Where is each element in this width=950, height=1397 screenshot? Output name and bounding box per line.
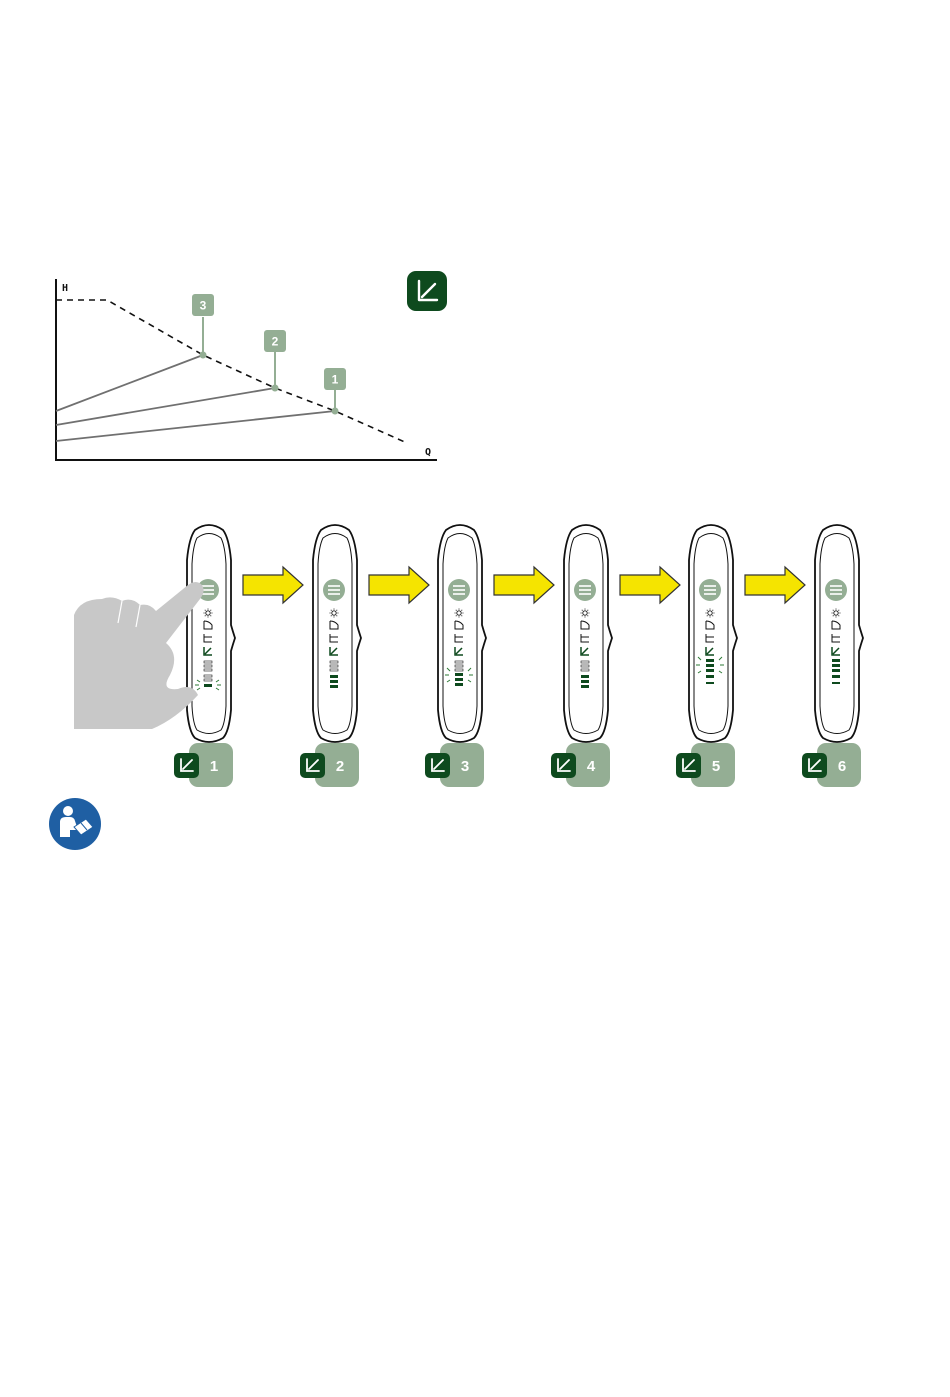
step-arrow-4 bbox=[620, 567, 680, 603]
curve-tag-1: 1 bbox=[324, 368, 346, 415]
svg-text:3: 3 bbox=[200, 299, 207, 313]
svg-text:1: 1 bbox=[332, 373, 339, 387]
step-arrow-1 bbox=[243, 567, 303, 603]
proportional-pressure-icon bbox=[406, 270, 448, 312]
step-badge-2: 2 bbox=[300, 743, 359, 787]
curve-line-1 bbox=[56, 411, 335, 441]
step-arrow-2 bbox=[369, 567, 429, 603]
control-panel-6[interactable] bbox=[815, 525, 863, 742]
curve-line-3 bbox=[56, 355, 203, 411]
svg-text:5: 5 bbox=[712, 758, 720, 775]
y-axis-label: H bbox=[62, 283, 68, 294]
step-badge-3: 3 bbox=[425, 743, 484, 787]
curve-tag-3: 3 bbox=[192, 294, 214, 359]
hand-icon bbox=[74, 582, 204, 729]
step-arrow-3 bbox=[494, 567, 554, 603]
performance-graph: H Q 3 2 1 bbox=[45, 265, 455, 470]
svg-text:2: 2 bbox=[336, 758, 344, 775]
setting-sequence: 1 2 3 4 5 6 bbox=[70, 515, 880, 795]
control-panel-1[interactable] bbox=[187, 525, 235, 742]
step-arrow-5 bbox=[745, 567, 805, 603]
read-manual-icon bbox=[48, 797, 102, 851]
x-axis-label: Q bbox=[425, 447, 431, 458]
svg-text:6: 6 bbox=[838, 758, 846, 775]
step-badge-1: 1 bbox=[174, 743, 233, 787]
step-badge-6: 6 bbox=[802, 743, 861, 787]
step-badge-5: 5 bbox=[676, 743, 735, 787]
control-panel-3[interactable] bbox=[438, 525, 486, 742]
step-badge-4: 4 bbox=[551, 743, 610, 787]
control-panel-2[interactable] bbox=[313, 525, 361, 742]
svg-text:4: 4 bbox=[587, 758, 596, 775]
svg-text:1: 1 bbox=[210, 758, 218, 775]
svg-text:3: 3 bbox=[461, 758, 469, 775]
svg-text:2: 2 bbox=[272, 335, 279, 349]
control-panel-4[interactable] bbox=[564, 525, 612, 742]
curve-line-2 bbox=[56, 388, 275, 425]
curve-tag-2: 2 bbox=[264, 330, 286, 392]
control-panel-5[interactable] bbox=[689, 525, 737, 742]
